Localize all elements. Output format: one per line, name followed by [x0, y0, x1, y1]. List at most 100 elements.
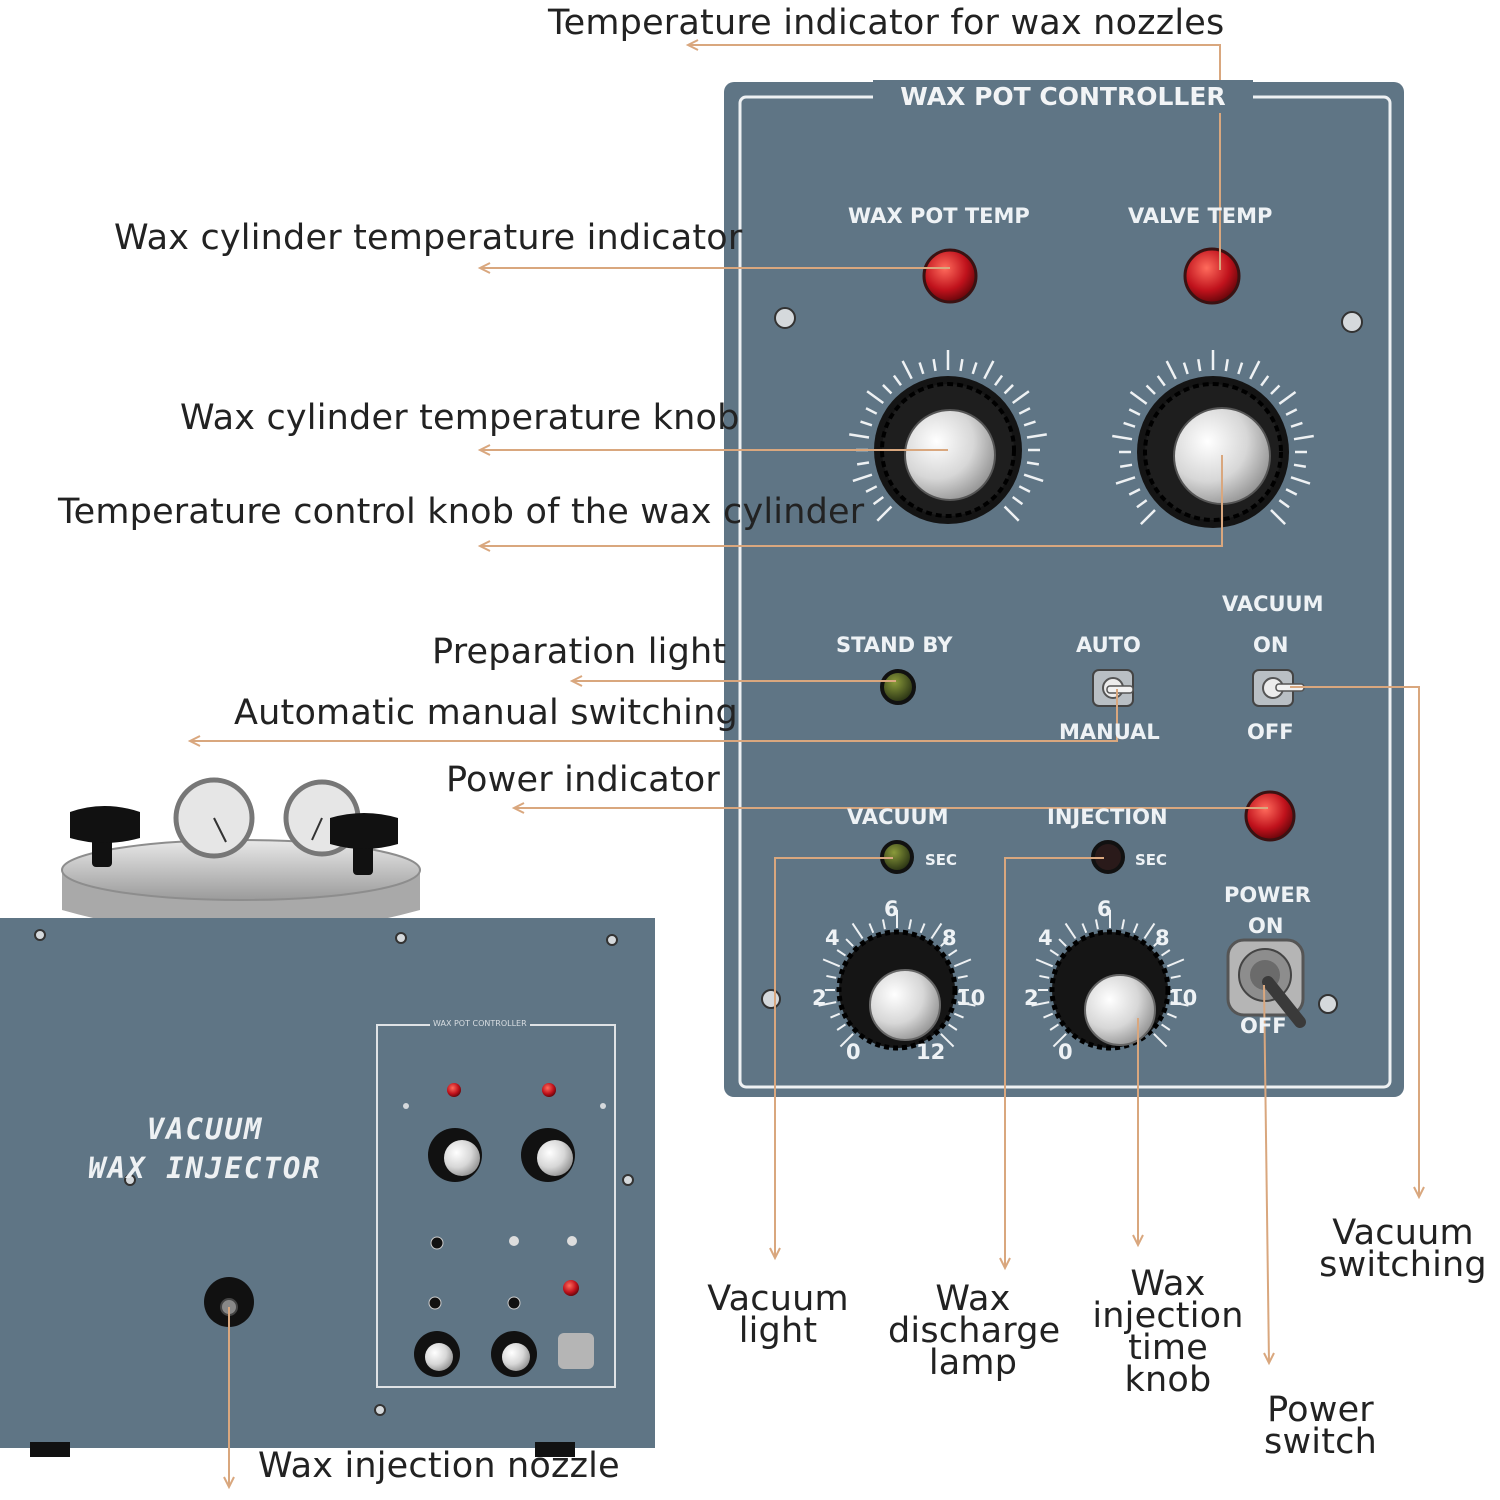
valve-temp-knob[interactable] — [1137, 376, 1289, 528]
dial-tick — [865, 407, 878, 415]
vacuum-scale-2: 2 — [812, 986, 827, 1010]
dial-tick — [1035, 958, 1054, 968]
dial-tick — [1026, 433, 1047, 439]
dial-tick — [1043, 1012, 1054, 1019]
vacuum-header-label: VACUUM — [1222, 592, 1324, 616]
dial-tick — [1197, 358, 1202, 372]
dial-tick — [1278, 391, 1297, 405]
dial-tick — [1170, 974, 1181, 979]
callout-vacuum-switching: Vacuum switching — [1319, 1213, 1487, 1285]
valve-temp-label: VALVE TEMP — [1128, 204, 1273, 228]
dial-tick — [868, 923, 875, 934]
dial-tick — [983, 360, 995, 380]
dial-tick — [836, 1023, 847, 1031]
injection-scale-10: 10 — [1168, 986, 1198, 1010]
standby-light — [880, 669, 916, 705]
dial-tick — [882, 384, 893, 395]
vacuum-scale-0: 0 — [846, 1040, 861, 1064]
dial-tick — [1128, 408, 1141, 416]
callout-vacuum-light: Vacuum light — [707, 1279, 849, 1351]
dial-tick — [930, 922, 943, 940]
dial-tick — [1119, 463, 1133, 468]
power-toggle-switch[interactable] — [1226, 938, 1306, 1028]
dial-tick — [1270, 384, 1281, 395]
dial-tick — [1166, 1012, 1177, 1019]
dial-tick — [1290, 476, 1311, 485]
dial-tick — [1270, 509, 1287, 526]
injection-timer-label: INJECTION — [1047, 805, 1168, 829]
dial-tick — [1182, 362, 1189, 375]
dial-tick — [1153, 938, 1162, 947]
dial-tick — [830, 1012, 841, 1019]
dial-tick — [1123, 421, 1136, 428]
vacuum-scale-8: 8 — [942, 926, 957, 950]
dial-tick — [1023, 473, 1044, 483]
lid-clamp-handle-right — [330, 813, 398, 875]
pressure-gauge-left — [173, 777, 255, 859]
dial-tick — [1285, 488, 1298, 496]
callout-injection-nozzle: Wax injection nozzle — [258, 1446, 620, 1486]
dial-tick — [1136, 499, 1148, 509]
dial-tick — [856, 461, 870, 466]
dial-tick — [1094, 919, 1099, 930]
vacuum-scale-10: 10 — [956, 986, 986, 1010]
power-on-label: ON — [1248, 914, 1284, 938]
auto-label: AUTO — [1076, 633, 1141, 657]
dial-tick — [1285, 408, 1298, 416]
dial-tick — [1003, 384, 1014, 395]
dial-tick — [851, 922, 864, 940]
dial-tick — [947, 1023, 958, 1031]
dial-tick — [1026, 461, 1040, 466]
valve-temp-indicator — [1183, 247, 1241, 305]
dial-tick — [872, 496, 885, 506]
dial-tick — [1129, 391, 1148, 405]
dial-tick — [1003, 505, 1020, 522]
injection-timer-knob[interactable] — [1049, 929, 1171, 1051]
callout-leaders — [190, 44, 1420, 1487]
dial-tick — [1011, 390, 1030, 404]
dial-tick — [845, 938, 854, 947]
dial-tick — [957, 974, 968, 979]
dial-tick — [1290, 421, 1303, 428]
wax-pot-temp-label: WAX POT TEMP — [848, 204, 1030, 228]
power-label: POWER — [1224, 883, 1311, 907]
dial-tick — [818, 1001, 837, 1007]
dial-tick — [1160, 949, 1171, 957]
dial-tick — [919, 923, 926, 934]
wax-pot-temp-indicator — [922, 248, 978, 304]
callout-power-indicator: Power indicator — [446, 760, 721, 800]
vacuum-scale-4: 4 — [825, 926, 840, 950]
dial-tick — [860, 420, 873, 427]
injector-body — [0, 918, 655, 1448]
dial-tick — [994, 374, 1004, 387]
dial-tick — [1132, 923, 1139, 934]
callout-injection-time-knob: Wax injection time knob — [1092, 1264, 1244, 1400]
dial-tick — [901, 360, 913, 380]
vacuum-off-label: OFF — [1247, 720, 1294, 744]
callout-auto-manual: Automatic manual switching — [234, 693, 738, 733]
dial-tick — [1237, 362, 1244, 375]
stand-by-label: STAND BY — [836, 633, 953, 657]
dial-tick — [881, 919, 886, 930]
dial-tick — [1145, 384, 1156, 395]
callout-power-switch: Power switch — [1264, 1390, 1377, 1462]
dial-tick — [1112, 434, 1133, 441]
dial-tick — [892, 374, 902, 387]
mini-panel-title: WAX POT CONTROLLER — [430, 1019, 530, 1028]
machine-name-line1: VACUUM — [146, 1112, 264, 1146]
dial-tick — [866, 390, 885, 404]
dial-tick — [957, 1001, 976, 1007]
callout-preparation-light: Preparation light — [432, 632, 727, 672]
vacuum-timer-knob[interactable] — [836, 929, 958, 1051]
dial-tick — [1165, 360, 1177, 380]
dial-tick — [1128, 488, 1141, 496]
auto-manual-toggle[interactable] — [1092, 669, 1134, 707]
dial-tick — [852, 473, 873, 483]
dial-tick — [1166, 958, 1185, 968]
dial-tick — [953, 958, 972, 968]
injection-sec-label: SEC — [1135, 851, 1168, 869]
dial-tick — [1049, 1023, 1060, 1031]
dial-tick — [1121, 919, 1126, 930]
callout-arrowheads — [187, 39, 1425, 1490]
